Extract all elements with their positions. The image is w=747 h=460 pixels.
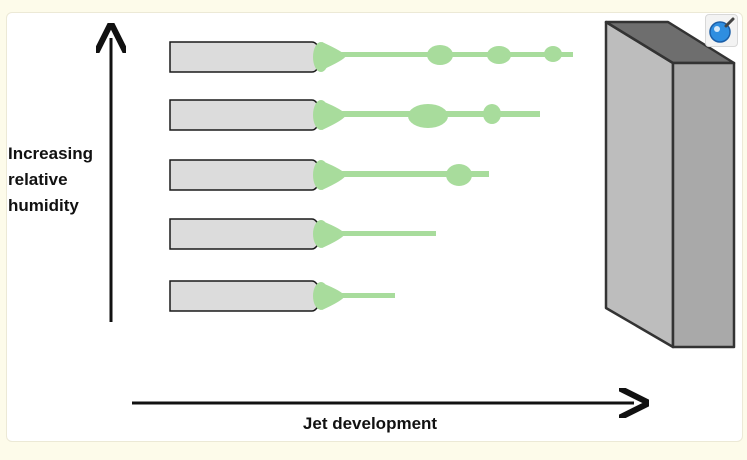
nozzle-3 <box>169 159 321 191</box>
y-axis-label-line: relative <box>8 170 68 189</box>
nozzle-4 <box>169 218 321 250</box>
y-axis-label-line: Increasing <box>8 144 94 163</box>
y-axis-label: Increasing relative humidity <box>8 141 108 219</box>
nozzle-2 <box>169 99 321 131</box>
jet-2 <box>169 99 540 131</box>
collector-plate <box>604 20 736 349</box>
nozzle-1 <box>169 41 322 73</box>
magnifier-icon <box>709 17 735 43</box>
jet-5 <box>169 280 395 312</box>
x-axis-label: Jet development <box>302 414 438 433</box>
jet-4 <box>169 218 436 250</box>
jet-1 <box>169 41 573 73</box>
nozzle-5 <box>169 280 321 312</box>
y-axis-label-line: humidity <box>8 196 79 215</box>
zoom-button[interactable] <box>705 14 738 47</box>
jet-3 <box>169 159 489 191</box>
